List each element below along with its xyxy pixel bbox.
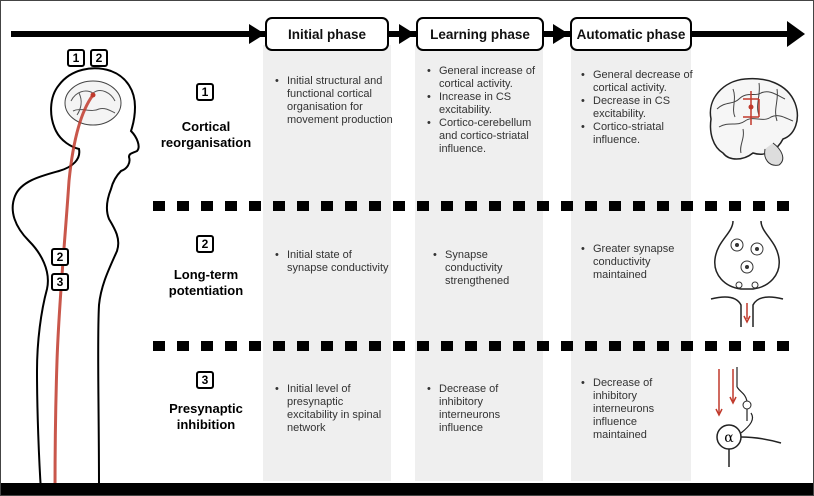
body-silhouette-icon bbox=[11, 67, 140, 492]
chevron-arrow-icon bbox=[553, 24, 569, 44]
synapse-icon bbox=[710, 220, 784, 327]
phase-automatic: Automatic phase bbox=[570, 17, 692, 51]
bottom-bar bbox=[1, 483, 813, 495]
brain-icon bbox=[709, 77, 799, 166]
phase-initial: Initial phase bbox=[265, 17, 389, 51]
cell-presynaptic-learning: Decrease of inhibitory interneurons infl… bbox=[425, 383, 545, 435]
body-marker-3-spine: 3 bbox=[51, 273, 69, 291]
row-label-line: Presynaptic bbox=[169, 401, 243, 416]
list-item: Increase in CS excitability. bbox=[427, 91, 549, 117]
list-item: Initial level of presynaptic excitabilit… bbox=[275, 383, 393, 435]
row-divider bbox=[153, 201, 801, 211]
cell-cortical-initial: Initial structural and functional cortic… bbox=[273, 75, 393, 127]
body-marker-2-spine: 2 bbox=[51, 248, 69, 266]
spinal-network-icon: α bbox=[715, 367, 782, 467]
row-label-line: Cortical bbox=[181, 119, 231, 134]
row-label-presynaptic: Presynaptic inhibition bbox=[151, 401, 261, 433]
body-marker-1: 1 bbox=[67, 49, 85, 67]
list-item: Greater synapse conductivity maintained bbox=[581, 243, 689, 282]
row-label-ltp: Long-term potentiation bbox=[151, 267, 261, 299]
chevron-arrow-icon bbox=[249, 24, 265, 44]
list-item: Synapse conductivity strengthened bbox=[433, 249, 541, 288]
list-item: Initial structural and functional cortic… bbox=[275, 75, 393, 127]
list-item: General decrease of cortical activity. bbox=[581, 69, 697, 95]
list-item: Cortico-cerebellum and cortico-striatal … bbox=[427, 117, 549, 156]
cell-ltp-automatic: Greater synapse conductivity maintained bbox=[579, 243, 689, 282]
cell-ltp-initial: Initial state of synapse conductivity bbox=[273, 249, 393, 275]
row-number-1: 1 bbox=[196, 83, 214, 101]
alpha-motoneuron-label: α bbox=[724, 430, 734, 446]
cell-ltp-learning: Synapse conductivity strengthened bbox=[431, 249, 541, 288]
row-label-line: inhibition bbox=[176, 417, 236, 432]
list-item: Decrease in CS excitability. bbox=[581, 95, 697, 121]
row-number-3: 3 bbox=[196, 371, 214, 389]
cell-cortical-automatic: General decrease of cortical activity. D… bbox=[579, 69, 697, 147]
phase-learning: Learning phase bbox=[416, 17, 544, 51]
row-number-2: 2 bbox=[196, 235, 214, 253]
list-item: Decrease of inhibitory interneurons infl… bbox=[427, 383, 545, 435]
cell-presynaptic-initial: Initial level of presynaptic excitabilit… bbox=[273, 383, 393, 435]
list-item: General increase of cortical activity. bbox=[427, 65, 549, 91]
list-item: Decrease of inhibitory interneurons infl… bbox=[581, 377, 689, 442]
row-label-line: potentiation bbox=[168, 283, 244, 298]
chevron-arrow-icon bbox=[399, 24, 415, 44]
body-marker-2: 2 bbox=[90, 49, 108, 67]
row-label-line: Long-term bbox=[173, 267, 239, 282]
list-item: Initial state of synapse conductivity bbox=[275, 249, 393, 275]
cell-presynaptic-automatic: Decrease of inhibitory interneurons infl… bbox=[579, 377, 689, 442]
list-item: Cortico-striatal influence. bbox=[581, 121, 697, 147]
row-divider bbox=[153, 341, 801, 351]
row-label-cortical: Cortical reorganisation bbox=[151, 119, 261, 151]
timeline-arrowhead bbox=[787, 21, 805, 47]
row-label-line: reorganisation bbox=[160, 135, 252, 150]
cell-cortical-learning: General increase of cortical activity. I… bbox=[425, 65, 549, 156]
